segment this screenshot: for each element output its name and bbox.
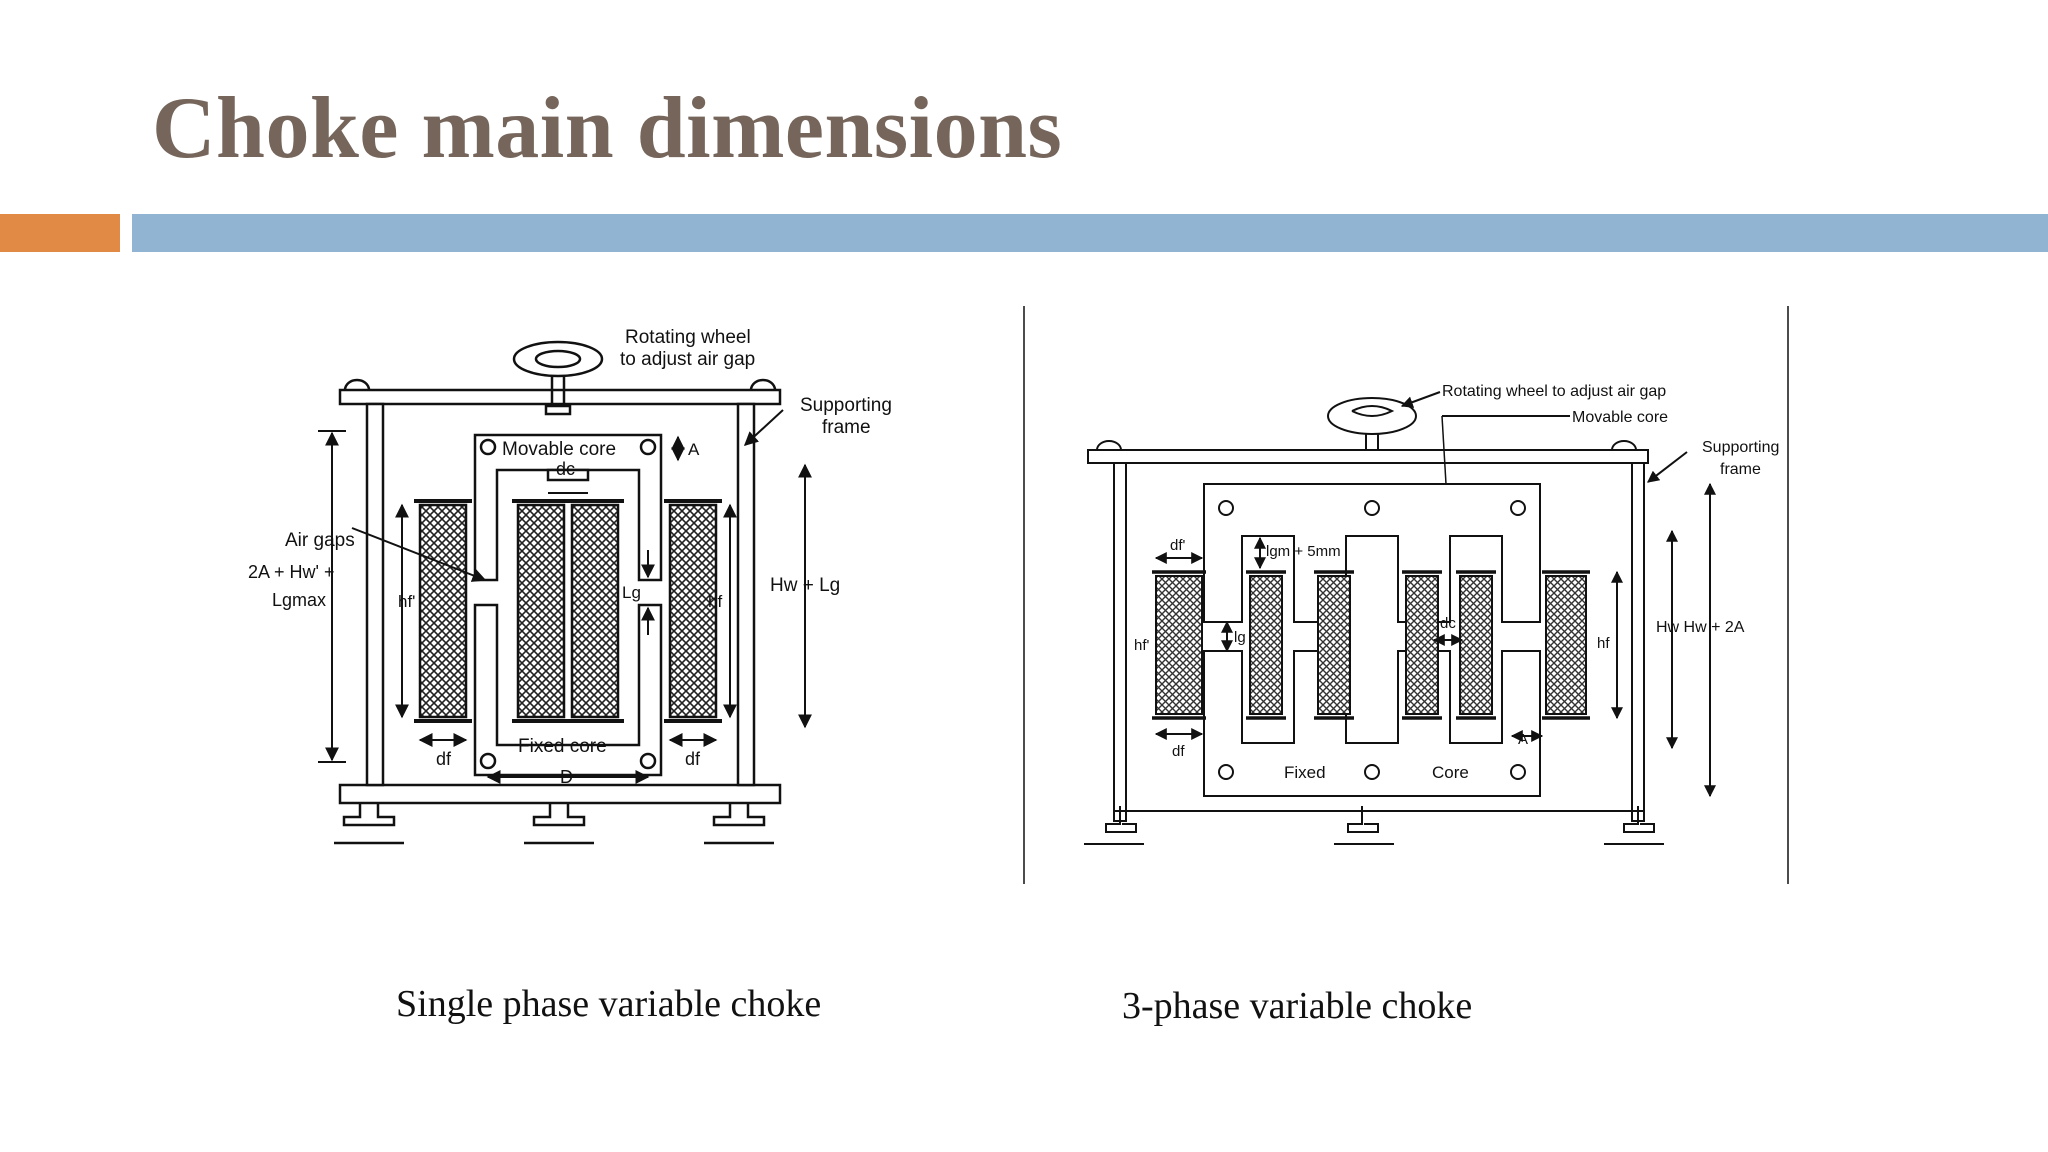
a-label: A: [688, 440, 700, 459]
a-label-3ph: A: [1518, 731, 1528, 748]
df-prime-label-3ph: df': [1170, 537, 1186, 554]
lgm-label: lgm + 5mm: [1266, 543, 1341, 560]
dc-label: dc: [556, 459, 575, 479]
lg-label: Lg: [622, 583, 641, 602]
hf-label-3ph: hf: [1597, 635, 1610, 652]
df-label-3ph: df: [1172, 743, 1185, 760]
hw-label-3ph: Hw Hw + 2A: [1656, 619, 1745, 636]
hf-label: hf: [708, 592, 722, 611]
caption-single-phase: Single phase variable choke: [396, 983, 822, 1025]
fixed-core-label: Fixed core: [518, 736, 607, 757]
hw-lg-label: Hw + Lg: [770, 575, 840, 596]
frame-label-3ph-line2: frame: [1720, 461, 1761, 478]
height-equation-line1: 2A + Hw' +: [248, 562, 334, 582]
slide-title: Choke main dimensions: [152, 80, 1063, 177]
three-phase-choke-diagram: Rotating wheel to adjust air gap Movable…: [1022, 306, 1792, 886]
movable-core-label-3ph: Movable core: [1572, 409, 1668, 426]
movable-core-label: Movable core: [502, 439, 616, 460]
height-equation-line2: Lgmax: [272, 590, 326, 610]
hf-prime-label-3ph: hf': [1134, 637, 1150, 654]
d-label: D: [560, 767, 573, 787]
air-gaps-label: Air gaps: [285, 530, 355, 551]
caption-three-phase: 3-phase variable choke: [1122, 985, 1473, 1027]
dc-label-3ph: dc: [1440, 615, 1456, 632]
frame-label-line2: frame: [822, 417, 871, 438]
single-phase-choke-diagram: Rotating wheel to adjust air gap Support…: [230, 315, 930, 875]
wheel-label-line1: Rotating wheel: [625, 327, 751, 348]
frame-label-3ph-line1: Supporting: [1702, 439, 1779, 456]
accent-bar-orange: [0, 214, 120, 252]
lg-label-3ph: lg: [1234, 629, 1246, 646]
df-left-label: df: [436, 749, 452, 769]
frame-label-line1: Supporting: [800, 395, 892, 416]
wheel-label: Rotating wheel to adjust air gap: [1442, 383, 1666, 400]
hf-prime-label: hf': [398, 592, 415, 611]
accent-bar-blue: [132, 214, 2048, 252]
df-right-label: df: [685, 749, 701, 769]
wheel-label-line2: to adjust air gap: [620, 349, 755, 370]
core-label-3ph: Core: [1432, 763, 1469, 782]
fixed-label-3ph: Fixed: [1284, 763, 1326, 782]
